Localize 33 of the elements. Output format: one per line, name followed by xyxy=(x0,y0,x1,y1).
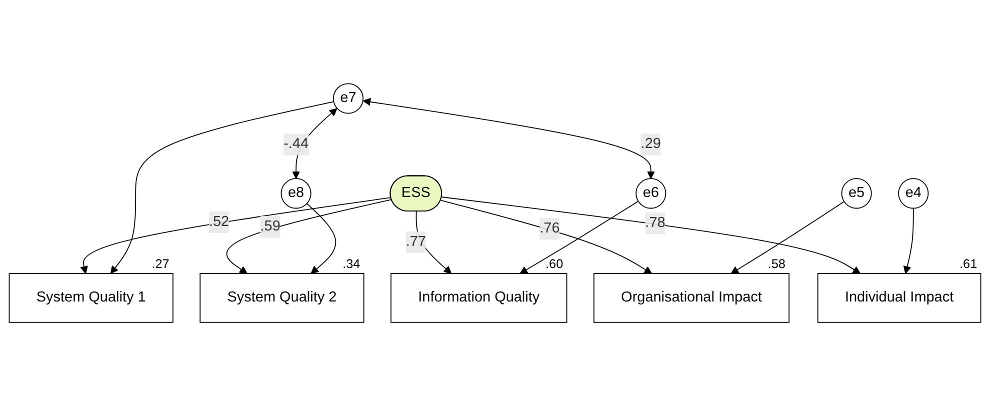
node-box xyxy=(817,273,982,323)
squared-correlation-label: .34 xyxy=(342,257,360,272)
edge-label: .77 xyxy=(406,234,426,250)
edge-label: .52 xyxy=(208,214,230,230)
node-circle xyxy=(332,83,364,114)
arrow xyxy=(440,200,652,274)
node-box xyxy=(390,273,568,323)
arrow xyxy=(226,199,392,274)
arrow xyxy=(903,208,914,274)
arrow xyxy=(80,197,392,274)
squared-correlation-label: .61 xyxy=(960,257,978,272)
node-box xyxy=(8,273,174,323)
squared-correlation-label: .58 xyxy=(768,257,786,272)
edge-label: .29 xyxy=(640,136,661,152)
edge-label: .76 xyxy=(540,220,560,236)
squared-correlation-label: .27 xyxy=(152,257,170,272)
edge-label: .78 xyxy=(645,215,666,230)
node-circle xyxy=(280,178,312,209)
arrow xyxy=(520,200,639,274)
arrow xyxy=(730,201,845,274)
arrow xyxy=(110,101,334,274)
node-circle xyxy=(841,178,872,209)
arrow xyxy=(306,203,336,274)
edge-label: .59 xyxy=(260,218,280,234)
arrow xyxy=(441,196,861,274)
node-circle xyxy=(898,178,929,209)
edge-label: -.44 xyxy=(284,136,309,152)
node-box xyxy=(593,273,790,323)
node-circle xyxy=(636,178,666,209)
squared-correlation-label: .60 xyxy=(546,257,564,272)
arrow xyxy=(416,211,452,274)
arrow xyxy=(362,98,655,179)
node-box xyxy=(200,273,364,323)
